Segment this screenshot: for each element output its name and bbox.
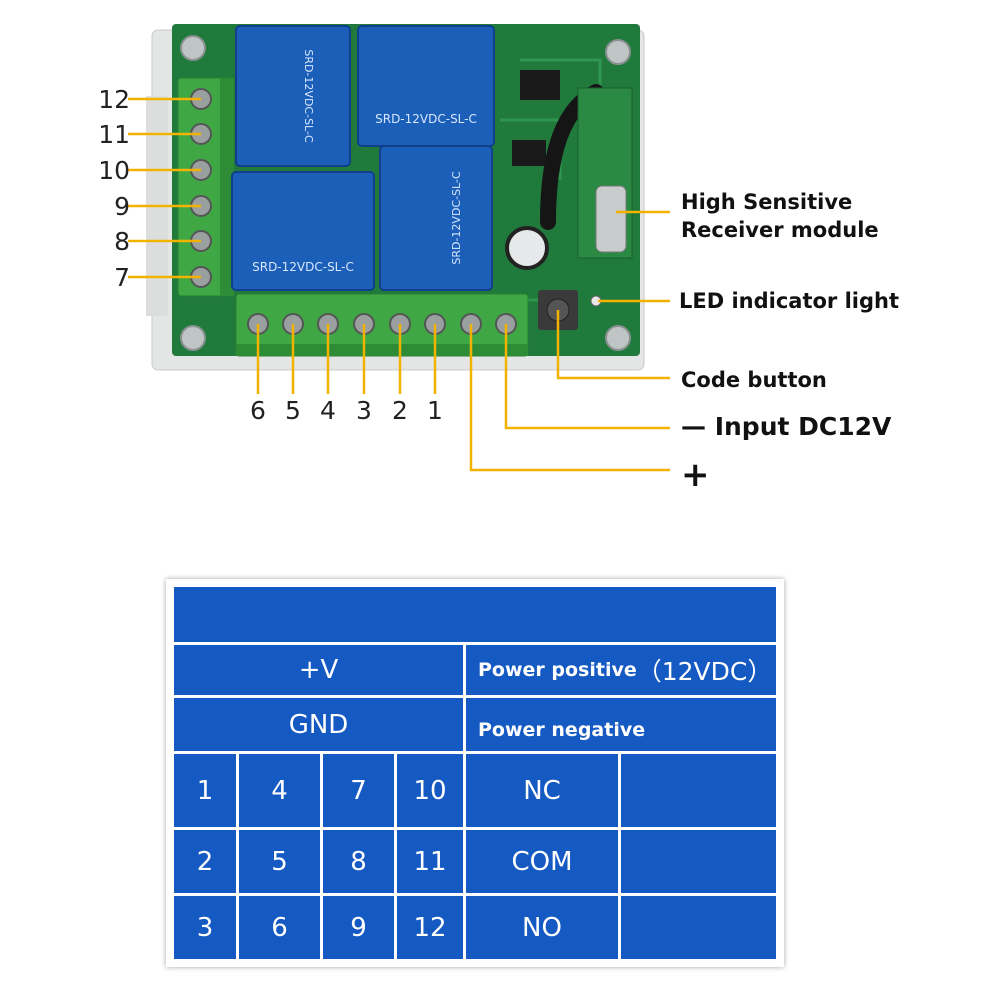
leader-lines: [128, 97, 670, 472]
cell-gnd-desc: Power negative: [466, 698, 776, 751]
grid-line: [174, 827, 776, 830]
callout-plus: +: [681, 455, 710, 495]
module-diagram: SRD-12VDC-SL-C SRD-12VDC-SL-C SRD-12VDC-…: [98, 24, 900, 495]
pin-label-11: 11: [98, 120, 130, 149]
cell-gnd-label: GND: [174, 698, 463, 751]
grid-line: [236, 751, 239, 959]
callout-receiver-line2: Receiver module: [681, 218, 879, 242]
cell-contact-nc: NC: [466, 754, 618, 827]
crystal: [595, 185, 627, 253]
pin-label-5: 5: [285, 396, 301, 425]
cell-pin: 2: [174, 830, 236, 893]
ic-chip-1: [520, 70, 560, 100]
vplus-desc-paren: （12VDC）: [636, 657, 773, 686]
grid-line: [174, 893, 776, 896]
left-terminal-edge: [220, 78, 234, 296]
callout-receiver: High Sensitive Receiver module: [681, 188, 879, 244]
pin-label-10: 10: [98, 156, 130, 185]
cell-pin: 5: [239, 830, 320, 893]
bottom-terminal-edge: [236, 344, 528, 356]
pin-label-8: 8: [114, 227, 130, 256]
cell-vplus-desc: Power positive（12VDC）: [466, 645, 776, 695]
relay-top-left: SRD-12VDC-SL-C: [235, 25, 351, 167]
pin-label-3: 3: [356, 396, 372, 425]
cell-vplus-label: +V: [174, 645, 463, 695]
cell-pin: 6: [239, 896, 320, 959]
svg-text:SRD-12VDC-SL-C: SRD-12VDC-SL-C: [252, 260, 354, 274]
cell-contact-no: NO: [466, 896, 618, 959]
relay-bottom-left: SRD-12VDC-SL-C: [231, 171, 375, 291]
cell-pin: 8: [323, 830, 394, 893]
svg-text:SRD-12VDC-SL-C: SRD-12VDC-SL-C: [450, 171, 463, 265]
cell-pin: 10: [397, 754, 463, 827]
grid-line: [618, 751, 621, 959]
pin-label-2: 2: [392, 396, 408, 425]
grid-line: [394, 751, 397, 959]
vplus-desc-text: Power positive: [478, 659, 637, 681]
pin-label-9: 9: [114, 192, 130, 221]
grid-line: [463, 642, 466, 959]
callout-code-button: Code button: [681, 368, 827, 392]
grid-line: [320, 751, 323, 959]
pin-label-7: 7: [114, 263, 130, 292]
cell-pin: 12: [397, 896, 463, 959]
capacitor: [505, 226, 549, 270]
grid-line: [174, 642, 776, 645]
cell-pin: 11: [397, 830, 463, 893]
pin-label-1: 1: [427, 396, 443, 425]
pin-label-12: 12: [98, 85, 130, 114]
grid-line: [174, 751, 776, 754]
cell-pin: 7: [323, 754, 394, 827]
cell-pin: 4: [239, 754, 320, 827]
pin-label-4: 4: [320, 396, 336, 425]
callout-led: LED indicator light: [679, 289, 900, 313]
module-photo: SRD-12VDC-SL-C SRD-12VDC-SL-C SRD-12VDC-…: [128, 24, 670, 472]
ic-chip-2: [512, 140, 546, 166]
cell-pin: 1: [174, 754, 236, 827]
pin-label-6: 6: [250, 396, 266, 425]
cell-pin: 9: [323, 896, 394, 959]
callout-receiver-line1: High Sensitive: [681, 190, 853, 214]
relay-top-right: SRD-12VDC-SL-C: [357, 25, 495, 147]
cell-pin: 3: [174, 896, 236, 959]
grid-line: [174, 695, 776, 698]
cell-contact-com: COM: [466, 830, 618, 893]
relay-bottom-right: SRD-12VDC-SL-C: [379, 145, 493, 291]
pin-table-card: +V Power positive（12VDC） GND Power negat…: [166, 579, 784, 967]
screws: [180, 35, 631, 351]
svg-text:SRD-12VDC-SL-C: SRD-12VDC-SL-C: [302, 49, 315, 143]
pin-table: +V Power positive（12VDC） GND Power negat…: [174, 587, 776, 959]
svg-text:SRD-12VDC-SL-C: SRD-12VDC-SL-C: [375, 112, 477, 126]
callout-input-dc12v: — Input DC12V: [681, 412, 892, 441]
